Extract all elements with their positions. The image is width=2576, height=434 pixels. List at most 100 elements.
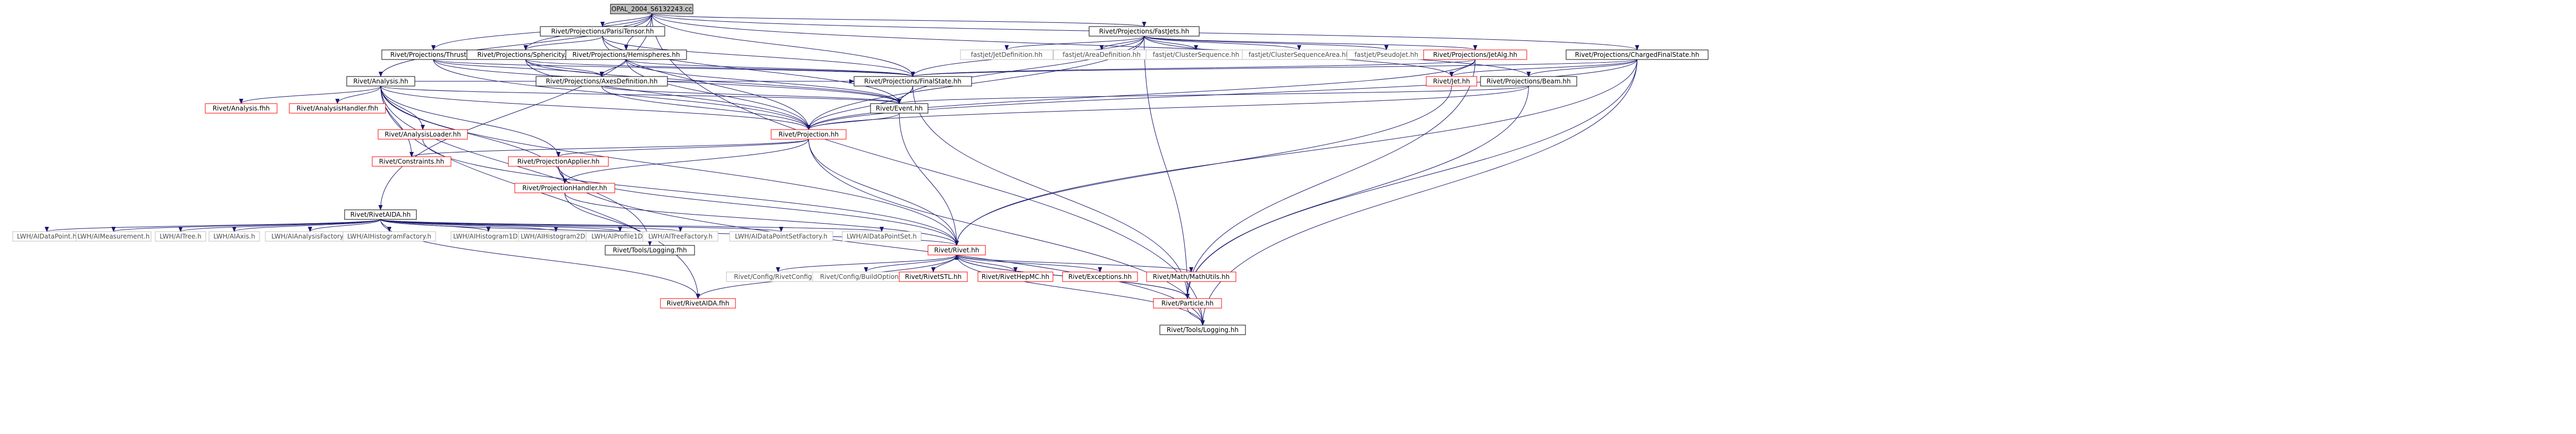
edge-analysis-to-constraints xyxy=(380,86,414,157)
edge-rivetaida-to-aida_axis xyxy=(232,219,381,232)
edge-rivet-to-exceptions xyxy=(956,254,1102,273)
node-box xyxy=(508,156,609,167)
edge-rivetaida-to-aida_dpsf xyxy=(380,219,783,232)
node-rivet-projections-parisitensor-hh[interactable]: Rivet/Projections/ParisiTensor.hh xyxy=(540,26,665,37)
node-lwh-aihistogram1d-h: LWH/AIHistogram1D.h xyxy=(450,231,526,242)
node-lwh-aitree-h: LWH/AITree.h xyxy=(155,231,206,242)
node-label: fastjet/ClusterSequenceArea.hh xyxy=(1249,51,1350,58)
node-lwh-aimeasurement-h: LWH/AIMeasurement.h xyxy=(76,231,152,242)
edge-projection-to-constraints xyxy=(409,139,809,157)
node-rivet-rivethepmc-hh[interactable]: Rivet/RivetHepMC.hh xyxy=(977,271,1053,282)
node-label: Rivet/Constraints.hh xyxy=(379,158,444,165)
node-rivet-config-rivetconfig-hh: Rivet/Config/RivetConfig.hh xyxy=(726,271,830,282)
node-rivet-rivetstl-hh[interactable]: Rivet/RivetSTL.hh xyxy=(899,271,968,282)
node-box xyxy=(155,231,206,242)
node-box xyxy=(729,231,833,242)
node-rivet-math-mathutils-hh[interactable]: Rivet/Math/MathUtils.hh xyxy=(1146,271,1236,282)
node-box xyxy=(342,231,436,242)
node-box xyxy=(1146,271,1236,282)
node-rivet-event-hh[interactable]: Rivet/Event.hh xyxy=(870,103,929,114)
node-label: Rivet/Analysis.fhh xyxy=(213,105,270,112)
node-label: Rivet/Tools/Logging.fhh xyxy=(613,246,687,254)
node-rivet-jet-hh[interactable]: Rivet/Jet.hh xyxy=(1426,76,1477,87)
node-rivet-projections-hemispheres-hh[interactable]: Rivet/Projections/Hemispheres.hh xyxy=(565,49,687,60)
node-rivet-projection-hh[interactable]: Rivet/Projection.hh xyxy=(771,129,847,140)
edge-sphericity-to-axesdef xyxy=(525,59,604,77)
edge-analysis-to-analysisloader xyxy=(380,86,425,130)
node-box xyxy=(536,76,668,87)
edge-analysis-to-projection xyxy=(380,86,811,130)
edge-jetalg-to-finalstate xyxy=(911,59,1476,77)
edge-finalstate-to-projection xyxy=(806,86,913,130)
edge-analysis-to-projapplier xyxy=(380,86,561,157)
node-box xyxy=(854,76,972,87)
node-rivet-analysis-fhh[interactable]: Rivet/Analysis.fhh xyxy=(205,103,278,114)
edge-projapplier-to-toolslogging xyxy=(558,166,1205,326)
edge-root-to-rivetaida xyxy=(378,13,652,210)
node-rivet-projections-beam-hh[interactable]: Rivet/Projections/Beam.hh xyxy=(1480,76,1577,87)
node-label: Rivet/Rivet.hh xyxy=(934,246,980,254)
edge-root-to-beam xyxy=(651,13,1531,77)
node-rivet-rivet-hh[interactable]: Rivet/Rivet.hh xyxy=(927,245,986,256)
node-box xyxy=(1423,49,1527,60)
node-label: LWH/AIHistogram2D.h xyxy=(521,233,591,240)
node-box xyxy=(605,245,695,256)
node-rivet-projections-finalstate-hh[interactable]: Rivet/Projections/FinalState.hh xyxy=(854,76,972,87)
edge-projection-to-projapplier xyxy=(556,139,809,157)
node-box xyxy=(1089,26,1200,37)
node-lwh-aihistogram2d-h: LWH/AIHistogram2D.h xyxy=(518,231,594,242)
edge-analysisloader-to-rivet xyxy=(422,139,959,246)
node-label: Rivet/Projections/ParisiTensor.hh xyxy=(551,28,654,35)
node-rivet-projections-sphericity-hh[interactable]: Rivet/Projections/Sphericity.hh xyxy=(466,49,585,60)
edge-chargedfs-to-beam xyxy=(1526,59,1637,77)
node-rivet-tools-logging-hh[interactable]: Rivet/Tools/Logging.hh xyxy=(1159,325,1246,335)
node-rivet-projections-jetalg-hh[interactable]: Rivet/Projections/JetAlg.hh xyxy=(1423,49,1527,60)
edge-projection-to-toolslogging xyxy=(808,139,1205,326)
node-label: LWH/AIHistogramFactory.h xyxy=(347,233,431,240)
node-rivet-analysishandler-fhh[interactable]: Rivet/AnalysisHandler.fhh xyxy=(289,103,386,114)
edge-beam-to-projection xyxy=(806,86,1529,130)
edge-rivet-to-mathutils xyxy=(956,254,1193,273)
node-label: LWH/AIDataPointSetFactory.h xyxy=(735,233,827,240)
edge-chargedfs-to-jet xyxy=(1449,59,1637,77)
node-rivet-rivetaida-fhh[interactable]: Rivet/RivetAIDA.fhh xyxy=(660,298,736,309)
edge-axesdef-to-projection xyxy=(601,86,811,130)
node-box xyxy=(642,231,718,242)
node-lwh-aidatapointset-h: LWH/AIDataPointSet.h xyxy=(842,231,922,242)
edge-rivetaida-to-aida_tf xyxy=(380,219,683,232)
edge-projapplier-to-rivet xyxy=(558,166,959,246)
node-rivet-analysisloader-hh[interactable]: Rivet/AnalysisLoader.hh xyxy=(378,129,468,140)
node-rivet-projections-chargedfinalstate-hh[interactable]: Rivet/Projections/ChargedFinalState.hh xyxy=(1566,49,1709,60)
edge-paratensor-to-sphericity xyxy=(523,36,603,50)
node-label: Rivet/Projections/Sphericity.hh xyxy=(477,51,574,58)
edge-analysis-to-rivet xyxy=(380,86,959,246)
edge-rivetaida-to-aida_tree xyxy=(178,219,381,232)
node-label: fastjet/JetDefinition.hh xyxy=(971,51,1043,58)
node-label: Rivet/Projections/Hemispheres.hh xyxy=(572,51,680,58)
node-box xyxy=(540,26,665,37)
node-label: Rivet/Projections/ChargedFinalState.hh xyxy=(1575,51,1700,58)
edge-chargedfs-to-particle xyxy=(1185,59,1637,299)
node-label: LWH/AIProfile1D.h xyxy=(591,233,649,240)
edge-projection-to-rivet xyxy=(808,139,959,246)
node-box xyxy=(76,231,152,242)
node-rivet-particle-hh[interactable]: Rivet/Particle.hh xyxy=(1153,298,1222,309)
node-rivet-tools-logging-fhh[interactable]: Rivet/Tools/Logging.fhh xyxy=(605,245,695,256)
node-label: Rivet/Config/BuildOptions.hh xyxy=(820,273,912,280)
node-box xyxy=(346,76,415,87)
node-opal-2004-s6132243-cc[interactable]: OPAL_2004_S6132243.cc xyxy=(610,4,693,14)
edge-particle-to-toolslogging xyxy=(1187,308,1205,326)
node-rivet-exceptions-hh[interactable]: Rivet/Exceptions.hh xyxy=(1062,271,1138,282)
node-rivet-projectionhandler-hh[interactable]: Rivet/ProjectionHandler.hh xyxy=(514,183,615,193)
edge-chargedfs-to-toolslogging xyxy=(1200,59,1637,326)
edge-sphericity-to-projection xyxy=(525,59,811,130)
node-rivet-analysis-hh[interactable]: Rivet/Analysis.hh xyxy=(346,76,415,87)
node-rivet-rivetaida-hh[interactable]: Rivet/RivetAIDA.hh xyxy=(344,209,417,220)
node-rivet-constraints-hh[interactable]: Rivet/Constraints.hh xyxy=(372,156,451,167)
node-rivet-projections-fastjets-hh[interactable]: Rivet/Projections/FastJets.hh xyxy=(1089,26,1200,37)
node-label: fastjet/AreaDefinition.hh xyxy=(1063,51,1141,58)
edge-fastjets-to-fjcs xyxy=(1144,36,1198,50)
node-rivet-projections-axesdefinition-hh[interactable]: Rivet/Projections/AxesDefinition.hh xyxy=(536,76,668,87)
node-rivet-projectionapplier-hh[interactable]: Rivet/ProjectionApplier.hh xyxy=(508,156,609,167)
edge-analysis-to-event xyxy=(380,86,901,104)
